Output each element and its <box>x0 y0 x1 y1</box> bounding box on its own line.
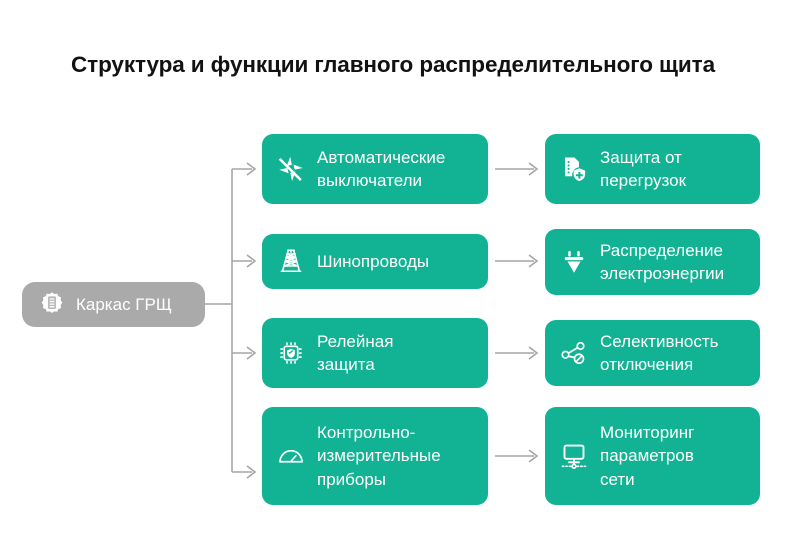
arrowhead-branch-3 <box>246 346 257 360</box>
circuit-breaker-bolt-icon <box>278 156 303 181</box>
root-node-karkas-grshch[interactable]: Каркас ГРЩ <box>22 282 205 327</box>
component-node-4[interactable]: Контрольно- измерительные приборы <box>262 407 488 505</box>
factory-gear-icon <box>41 291 63 313</box>
chip-shield-icon <box>280 342 302 364</box>
component-node-1[interactable]: Автоматические выключатели <box>262 134 488 204</box>
arrowhead-link-2 <box>528 254 539 268</box>
component-node-2-label: Шинопроводы <box>317 251 430 271</box>
function-node-3-label: Селективность отключения <box>600 331 719 375</box>
component-node-3[interactable]: Релейная защита <box>262 318 488 388</box>
function-node-4[interactable]: Мониторинг параметров сети <box>545 407 760 505</box>
arrowhead-link-1 <box>528 162 539 176</box>
function-node-2[interactable]: Распределение электроэнергии <box>545 229 760 295</box>
function-node-1[interactable]: Защита от перегрузок <box>545 134 760 204</box>
component-node-1-label: Автоматические выключатели <box>317 147 446 191</box>
function-node-4-label: Мониторинг параметров сети <box>600 422 695 489</box>
component-node-3-label: Релейная защита <box>317 331 394 375</box>
transmission-tower-icon <box>280 248 302 272</box>
arrowhead-link-4 <box>528 449 539 463</box>
root-node-label: Каркас ГРЩ <box>76 294 172 314</box>
arrowhead-branch-4 <box>246 465 257 479</box>
function-node-3[interactable]: Селективность отключения <box>545 320 760 386</box>
component-node-4-label: Контрольно- измерительные приборы <box>317 422 441 489</box>
arrowhead-link-3 <box>528 346 539 360</box>
monitor-network-icon <box>561 444 587 469</box>
arrowhead-branch-1 <box>246 162 257 176</box>
document-shield-plus-icon <box>565 157 586 181</box>
power-plug-icon <box>564 251 584 273</box>
page-title: Структура и функции главного распределит… <box>71 52 715 77</box>
component-node-2[interactable]: Шинопроводы <box>262 234 488 289</box>
arrowhead-branch-2 <box>246 254 257 268</box>
function-node-2-label: Распределение электроэнергии <box>600 240 725 284</box>
network-nodes-block-icon <box>561 341 585 365</box>
gauge-meter-icon <box>279 449 303 463</box>
function-node-1-label: Защита от перегрузок <box>600 147 687 191</box>
